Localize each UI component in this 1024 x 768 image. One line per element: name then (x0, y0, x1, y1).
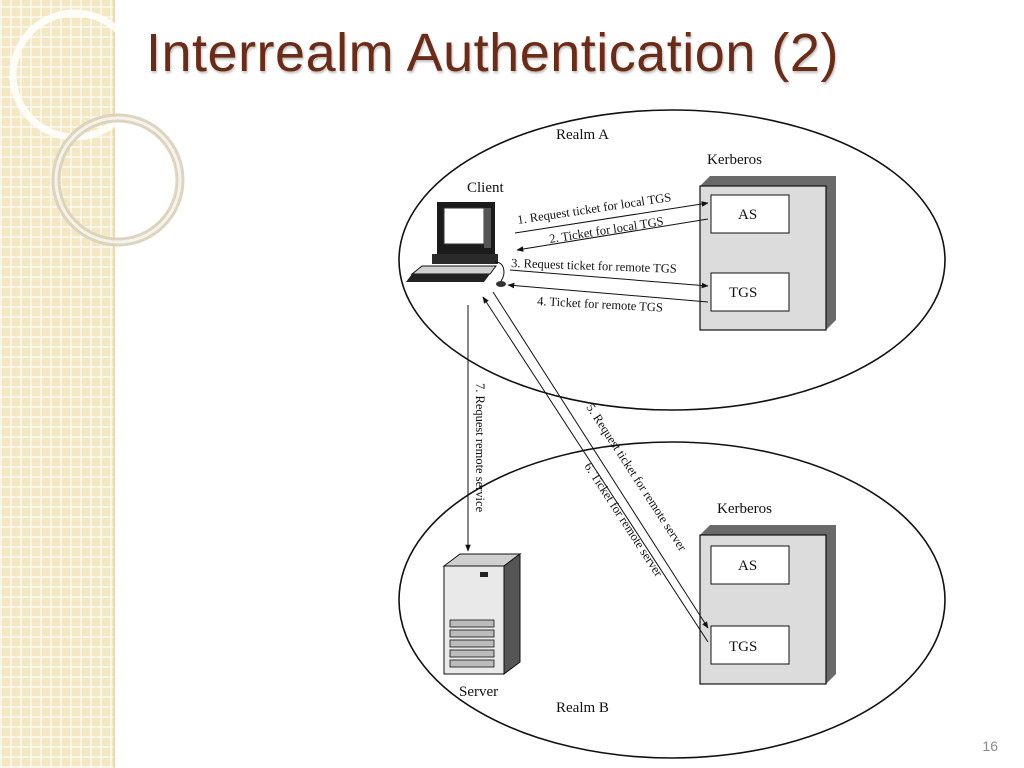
realm-a-tgs-label: TGS (729, 285, 757, 301)
realm-b-label: Realm B (556, 700, 609, 716)
realm-a-kerberos-label: Kerberos (707, 152, 762, 168)
client-computer-icon (406, 202, 506, 287)
realm-a-as-box (710, 194, 790, 234)
arrow-5-line (492, 291, 709, 629)
message-3-label: 3. Request ticket for remote TGS (511, 256, 677, 276)
message-4-label: 4. Ticket for remote TGS (537, 294, 663, 315)
realm-a-label: Realm A (556, 127, 609, 143)
realm-b-as-label: AS (738, 558, 757, 574)
server-label: Server (459, 684, 498, 700)
realm-a-as-label: AS (738, 207, 757, 223)
realm-a-tgs-box (710, 272, 790, 312)
realm-b-tgs-label: TGS (729, 639, 757, 655)
realm-b-kerberos-label: Kerberos (717, 501, 772, 517)
client-label: Client (467, 180, 504, 196)
arrow-6-line (482, 296, 709, 643)
slide-title: Interrealm Authentication (2) (146, 23, 839, 83)
page-number: 16 (982, 738, 998, 754)
arrow-2-line (516, 218, 709, 252)
arrow-3-line (509, 269, 709, 289)
arrow-4-line (507, 282, 709, 303)
side-strip-edge (113, 0, 115, 768)
arrow-1-line (514, 201, 709, 234)
message-7-label: 7. Request remote service (473, 383, 487, 513)
realm-b-tgs-box (710, 625, 790, 665)
realm-b-as-box (710, 545, 790, 585)
server-tower-icon (442, 553, 522, 675)
